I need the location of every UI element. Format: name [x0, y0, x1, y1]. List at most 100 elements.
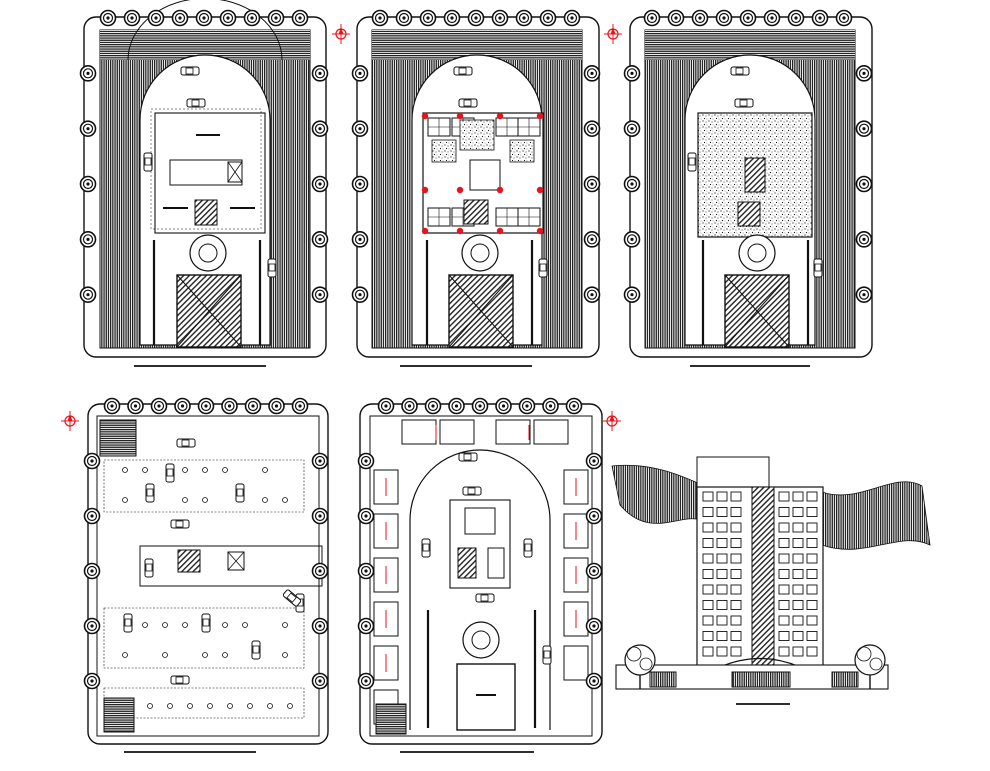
tree-icon [243, 9, 261, 27]
window [730, 553, 742, 564]
tree-icon [123, 9, 141, 27]
tree-icon [357, 507, 375, 525]
tree-icon [267, 9, 285, 27]
window [730, 491, 742, 502]
plan-typical-floor [356, 16, 623, 367]
tree-icon [583, 286, 601, 303]
window [792, 600, 804, 610]
window [716, 646, 728, 657]
window [778, 600, 790, 610]
tree-icon [855, 120, 873, 137]
tree-icon [539, 9, 557, 27]
window [730, 631, 742, 641]
tree-icon [357, 672, 375, 690]
tree-icon [667, 9, 685, 27]
window [702, 615, 714, 626]
window [716, 569, 728, 579]
plan-roof [629, 16, 873, 367]
tree-icon [623, 231, 641, 248]
window [792, 615, 804, 626]
tree-icon [855, 175, 873, 193]
window [806, 569, 818, 579]
window [702, 600, 714, 610]
tree-icon [495, 397, 512, 415]
window [806, 553, 818, 564]
window [702, 631, 714, 641]
window [778, 491, 790, 502]
window [716, 584, 728, 595]
elevation-front [611, 456, 931, 705]
window [716, 522, 728, 533]
tree-icon [79, 286, 97, 303]
window [792, 646, 804, 657]
tree-icon [311, 617, 329, 635]
plan-ground-landscape [83, 0, 351, 367]
window [730, 615, 742, 626]
tree-icon [351, 231, 369, 248]
tree-icon [691, 9, 709, 27]
tree-icon [351, 175, 369, 193]
tree-icon [79, 120, 97, 137]
tree-icon [763, 9, 781, 27]
window [702, 522, 714, 533]
tree-icon [311, 231, 329, 248]
tree-icon [311, 562, 329, 580]
window [778, 507, 790, 517]
tree-icon [83, 672, 101, 690]
window [792, 491, 804, 502]
tree-icon [357, 562, 375, 580]
window [702, 507, 714, 517]
tree-icon [585, 452, 603, 470]
tree-icon [311, 175, 329, 193]
tree-icon [835, 9, 853, 27]
window [778, 615, 790, 626]
tree-icon [195, 9, 213, 27]
tree-icon [291, 397, 309, 415]
window [806, 522, 818, 533]
tree-icon [221, 397, 238, 415]
tree-icon [147, 9, 165, 27]
tree-icon [311, 120, 329, 137]
window [702, 538, 714, 548]
window [716, 507, 728, 517]
window [792, 538, 804, 548]
window [716, 615, 728, 626]
tree-icon [351, 65, 369, 82]
tree-icon [99, 9, 117, 27]
window [730, 646, 742, 657]
tree-icon [623, 120, 641, 137]
tree-icon [623, 65, 641, 82]
tree-icon [311, 507, 329, 525]
window [792, 569, 804, 579]
window [806, 507, 818, 517]
tree-icon [585, 562, 603, 580]
tree-icon [79, 231, 97, 248]
window [806, 538, 818, 548]
tree-icon [268, 397, 285, 415]
tree-icon [491, 9, 509, 27]
window [716, 600, 728, 610]
tree-icon [377, 397, 395, 415]
tree-icon [583, 65, 601, 82]
tree-icon [585, 672, 603, 690]
tree-icon [174, 397, 191, 415]
tree-icon [471, 397, 489, 415]
window [792, 522, 804, 533]
tree-icon [855, 286, 873, 303]
window [702, 553, 714, 564]
window [730, 600, 742, 610]
plan-basement-parking [60, 403, 329, 753]
tree-icon [357, 452, 375, 470]
tree-icon [643, 9, 661, 27]
window [806, 646, 818, 657]
tree-icon [150, 397, 168, 415]
tree-icon [219, 9, 237, 27]
tree-icon [715, 9, 733, 27]
tree-icon [448, 397, 465, 415]
tree-icon [311, 286, 329, 303]
tree-icon [583, 175, 601, 193]
tree-icon [401, 397, 418, 415]
tree-icon [351, 286, 369, 303]
window [730, 507, 742, 517]
tree-icon [357, 617, 375, 635]
